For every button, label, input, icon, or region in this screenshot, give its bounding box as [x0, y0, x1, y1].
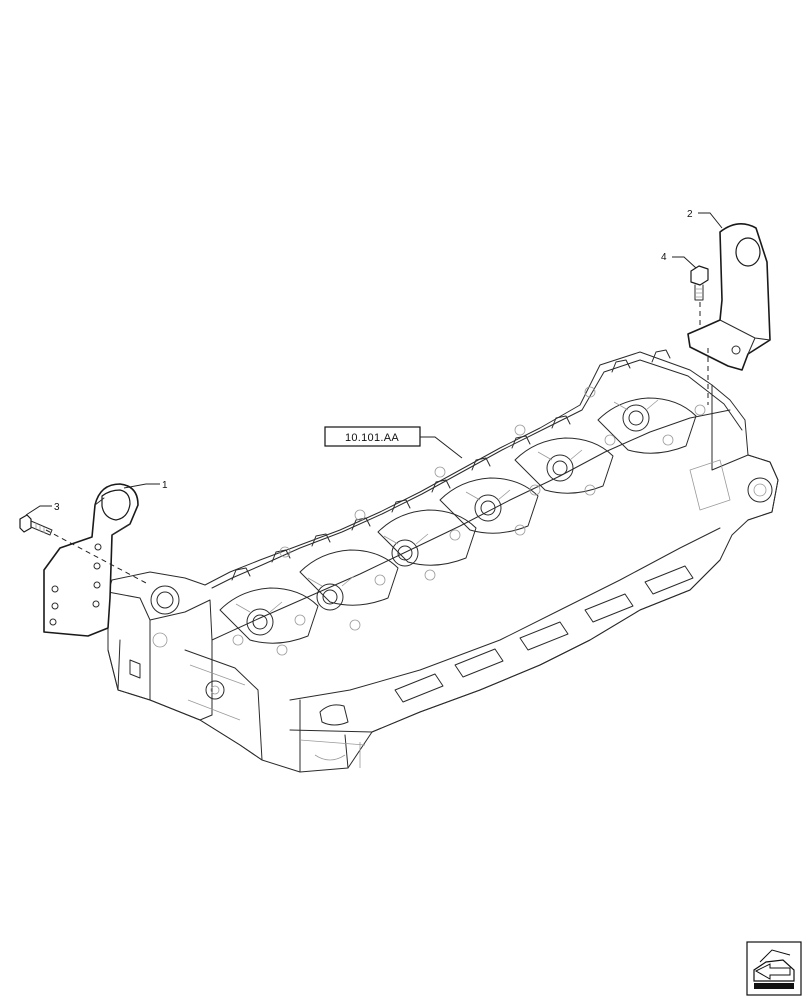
injector-bosses [246, 404, 650, 636]
lifting-bracket-front [43, 483, 139, 637]
callout-4[interactable]: 4 [661, 252, 697, 269]
callout-3[interactable]: 3 [25, 502, 60, 516]
bolt-rear [690, 265, 709, 301]
callout-4-number: 4 [661, 252, 667, 263]
bolt-front [19, 514, 53, 536]
callout-1-number: 1 [162, 480, 168, 491]
callout-1[interactable]: 1 [123, 480, 168, 491]
previous-page-arrow-icon[interactable] [746, 941, 802, 996]
bracket-front-holes [49, 543, 102, 626]
reference-label: 10.101.AA [345, 432, 399, 444]
callout-2-number: 2 [687, 209, 693, 220]
cylinder-head [107, 349, 779, 773]
lifting-bracket-rear [687, 223, 771, 371]
callout-3-number: 3 [54, 502, 60, 513]
assembly-lines [45, 302, 709, 585]
reference-link-10-101-aa[interactable]: 10.101.AA [324, 426, 463, 459]
head-bolt-holes [232, 386, 706, 656]
cylinder-pockets [219, 397, 697, 644]
intake-ports [319, 565, 694, 726]
callout-2[interactable]: 2 [687, 209, 723, 229]
